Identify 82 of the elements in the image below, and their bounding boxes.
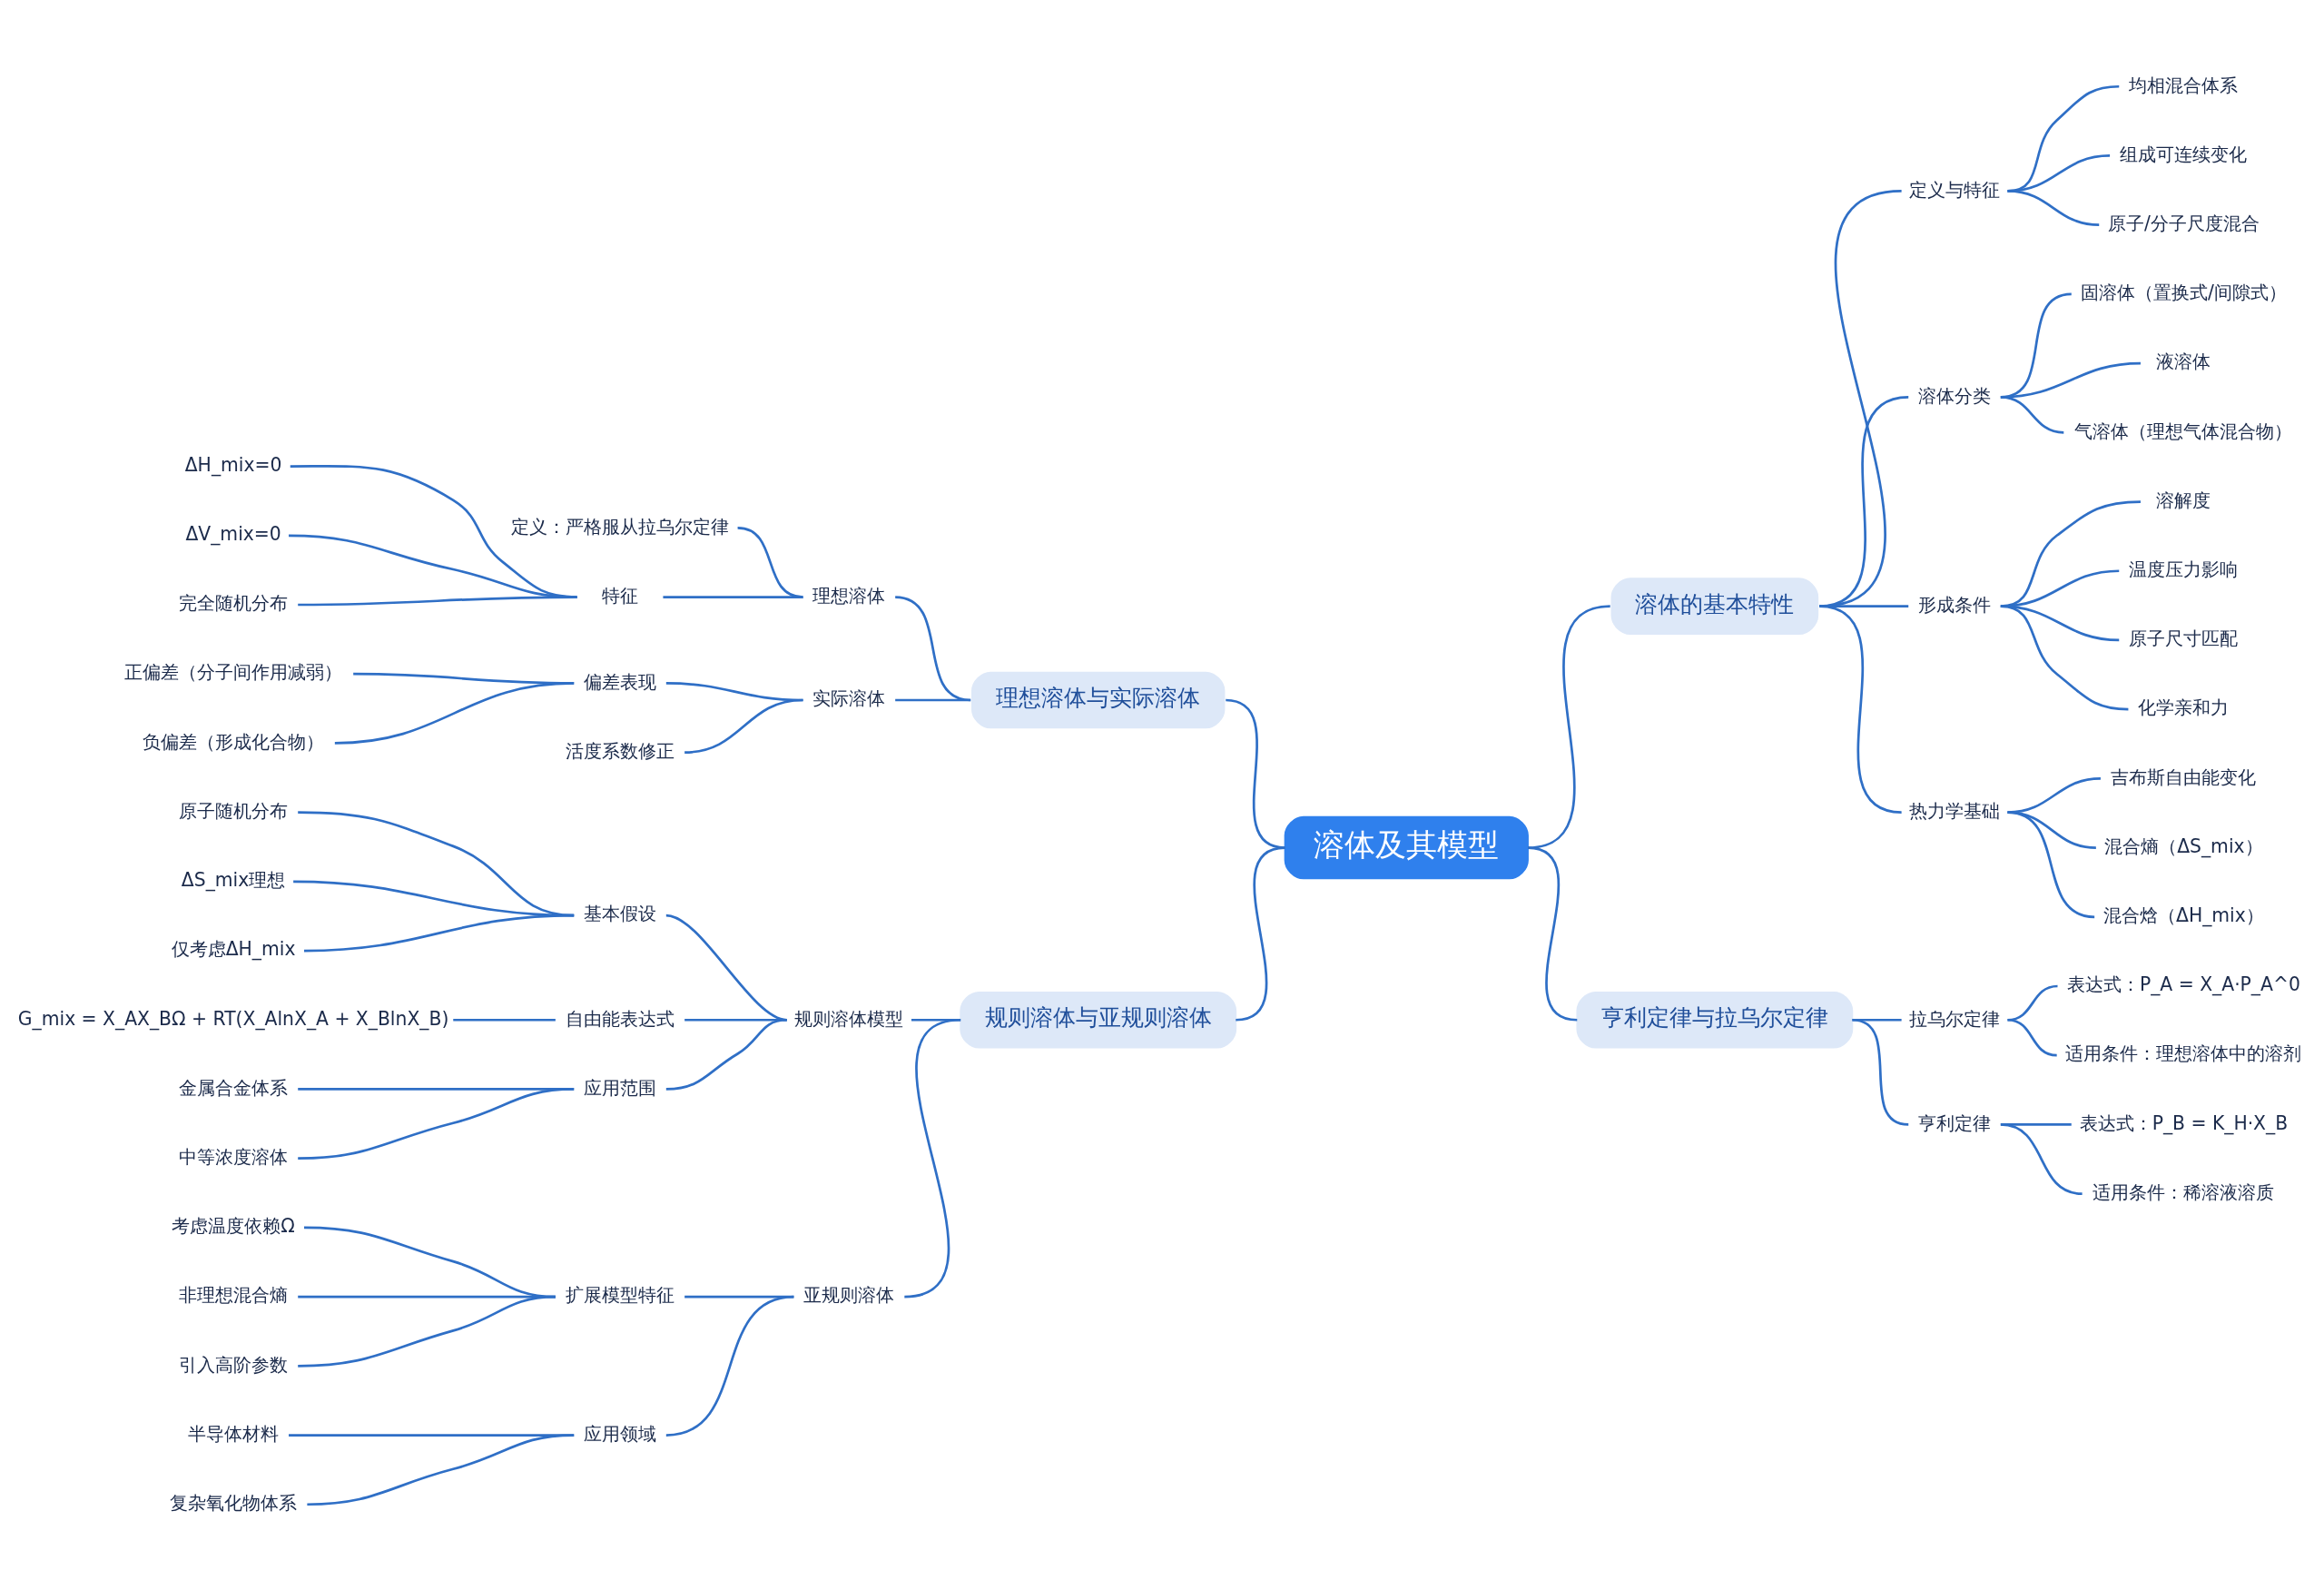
node-text: 定义：严格服从拉乌尔定律 [511,515,730,538]
connector [894,595,971,701]
node-text: 混合熵（ΔS_mix） [2104,835,2263,857]
connector [904,1018,961,1298]
node-text: 拉乌尔定律 [1909,1007,2001,1030]
node-text: 均相混合体系 [2129,74,2239,96]
node-text: 复杂氧化物体系 [170,1491,298,1514]
connector [307,1433,575,1506]
node-text: 基本假设 [584,902,657,924]
node-text: 实际溶体 [812,686,886,709]
node-text: 正偏差（分子间作用减弱） [124,660,343,683]
node-text: 表达式：P_A = X_A·P_A^0 [2066,973,2300,995]
node-text: 规则溶体模型 [794,1007,904,1030]
node-text: 定义与特征 [1909,178,2001,201]
node-text: ΔH_mix=0 [184,453,282,476]
connector [2000,395,2064,434]
connector [2007,189,2100,226]
node-text: 溶解度 [2156,489,2211,511]
node-text: 应用领域 [584,1422,657,1445]
node-text: 原子/分子尺度混合 [2107,212,2260,234]
connector [298,1087,575,1160]
node-text: 吉布斯自由能变化 [2111,765,2257,788]
connector [334,681,575,745]
node-text: 半导体材料 [188,1422,280,1445]
node-text: 原子随机分布 [179,799,289,822]
node-text: 液溶体 [2156,350,2211,372]
node-text: 原子尺寸匹配 [2129,627,2239,649]
node-box: 亨利定律与拉乌尔定律 [1576,991,1854,1049]
connector [2007,1018,2057,1057]
node-text: 表达式：P_B = K_H·X_B [2079,1111,2289,1134]
node-text: 考虑温度依赖Ω [172,1214,295,1237]
connector [684,698,803,754]
node-text: 完全随机分布 [179,591,289,614]
connector [2007,810,2095,918]
connector [663,595,803,598]
node-text: 形成条件 [1918,593,1992,616]
node-text: 适用条件：稀溶液溶质 [2093,1180,2275,1203]
node-box: 规则溶体与亚规则溶体 [960,991,1237,1049]
connector [895,698,971,701]
connector [2000,604,2120,641]
node-text: 非理想混合熵 [179,1283,289,1306]
connector [1819,604,1909,607]
node-text: 温度压力影响 [2129,558,2239,580]
node-text: 特征 [602,584,639,607]
connector [298,1295,556,1368]
node-text: G_mix = X_AX_BΩ + RT(X_AlnX_A + X_BlnX_B) [17,1007,449,1030]
node-text: 活度系数修正 [566,739,675,762]
connector [2000,1122,2083,1195]
node-text: 混合焓（ΔH_mix） [2102,904,2264,926]
node-text: 扩展模型特征 [566,1283,675,1306]
connector [453,1018,556,1022]
connector [665,1295,794,1437]
node-text: 亚规则溶体 [803,1283,895,1306]
connector [2000,604,2129,710]
node-text: 气溶体（理想气体混合物） [2074,420,2293,442]
node-text: 应用范围 [584,1076,657,1099]
node-text: 亨利定律 [1918,1111,1992,1134]
node-text: ΔS_mix理想 [181,868,286,891]
node-box: 溶体及其模型 [1284,815,1529,879]
node-text: 中等浓度溶体 [179,1145,289,1168]
node-text: 仅考虑ΔH_mix [171,937,296,960]
node-box: 溶体的基本特性 [1610,577,1819,635]
node-text: 溶体分类 [1918,384,1992,407]
node-text: 适用条件：理想溶体中的溶剂 [2065,1042,2302,1064]
node-text: 理想溶体 [812,584,886,607]
node-box: 理想溶体与实际溶体 [971,671,1226,728]
node-text: 热力学基础 [1909,799,2001,822]
node-text: ΔV_mix=0 [185,522,281,545]
connector [665,1018,787,1091]
node-text: 偏差表现 [584,670,657,693]
connector [1527,845,1578,1022]
node-text: 化学亲和力 [2138,696,2230,718]
node-text: 金属合金体系 [179,1076,289,1099]
connector [303,914,575,952]
node-text: 固溶体（置换式/间隙式） [2080,281,2287,303]
connector [1852,1018,1909,1126]
node-text: 自由能表达式 [566,1007,675,1030]
connector [1236,845,1285,1022]
node-text: 组成可连续变化 [2120,143,2248,165]
node-text: 负偏差（形成化合物） [143,730,325,753]
node-text: 引入高阶参数 [179,1353,289,1376]
connector [298,595,577,606]
